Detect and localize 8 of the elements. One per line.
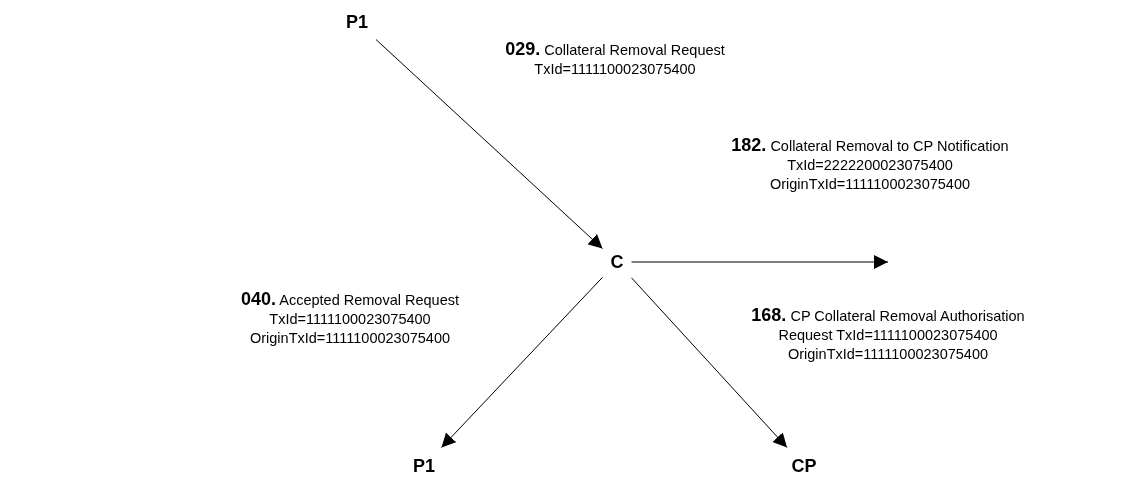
arrow	[375, 39, 603, 250]
participant-label: C	[610, 251, 624, 273]
participant-label: P1	[413, 455, 435, 477]
arrow	[631, 255, 889, 269]
arrow	[631, 277, 788, 448]
arrow	[441, 276, 603, 448]
participant-label: CP	[791, 455, 817, 477]
participant-label: P1	[346, 11, 368, 33]
